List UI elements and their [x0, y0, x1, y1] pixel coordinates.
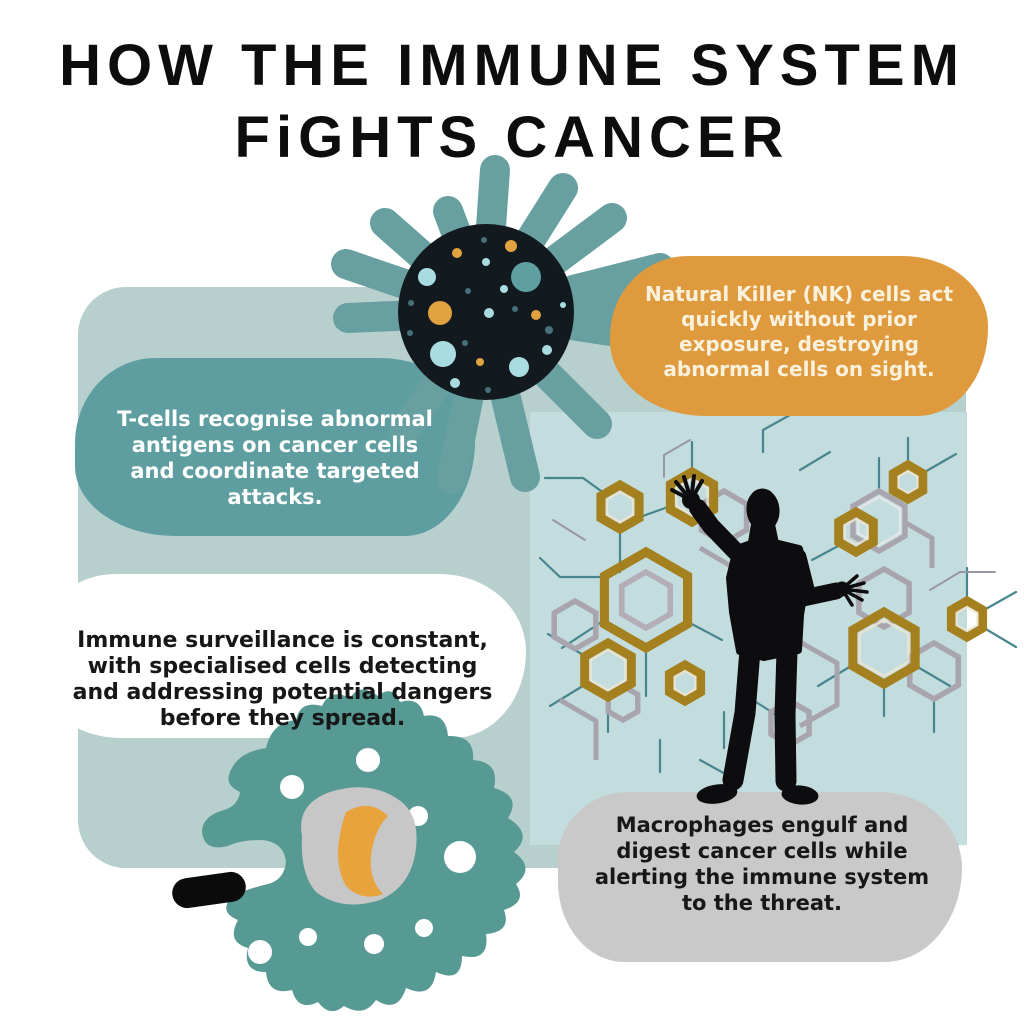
- text-line: and coordinate targeted: [130, 459, 420, 483]
- text-line: quickly without prior: [681, 307, 917, 331]
- text-line: abnormal cells on sight.: [663, 357, 935, 381]
- text-line: Natural Killer (NK) cells act: [644, 282, 954, 306]
- bacterium-pill: [172, 871, 246, 909]
- text-line: Immune surveillance is constant,: [77, 628, 488, 653]
- text-line: attacks.: [227, 485, 323, 509]
- surveillance-text: Immune surveillance is constant, with sp…: [45, 628, 520, 732]
- text-line: alerting the immune system: [594, 865, 930, 889]
- text-line: exposure, destroying: [678, 332, 920, 356]
- text-line: before they spread.: [159, 706, 406, 731]
- text-line: to the threat.: [681, 891, 843, 915]
- macrophages-text: Macrophages engulf and digest cancer cel…: [568, 812, 956, 916]
- t-cells-text: T-cells recognise abnormal antigens on c…: [80, 406, 470, 510]
- text-line: digest cancer cells while: [616, 839, 908, 863]
- page-title-line1: HOW THE IMMUNE SYSTEM: [59, 33, 965, 98]
- text-line: and addressing potential dangers: [72, 680, 493, 705]
- text-line: antigens on cancer cells: [131, 433, 419, 457]
- page-title-line2: FiGHTS CANCER: [234, 105, 790, 170]
- text-line: with specialised cells detecting: [87, 654, 478, 679]
- text-line: T-cells recognise abnormal: [117, 407, 433, 431]
- text-line: Macrophages engulf and: [615, 813, 909, 837]
- nk-cells-text: Natural Killer (NK) cells act quickly wi…: [610, 282, 988, 382]
